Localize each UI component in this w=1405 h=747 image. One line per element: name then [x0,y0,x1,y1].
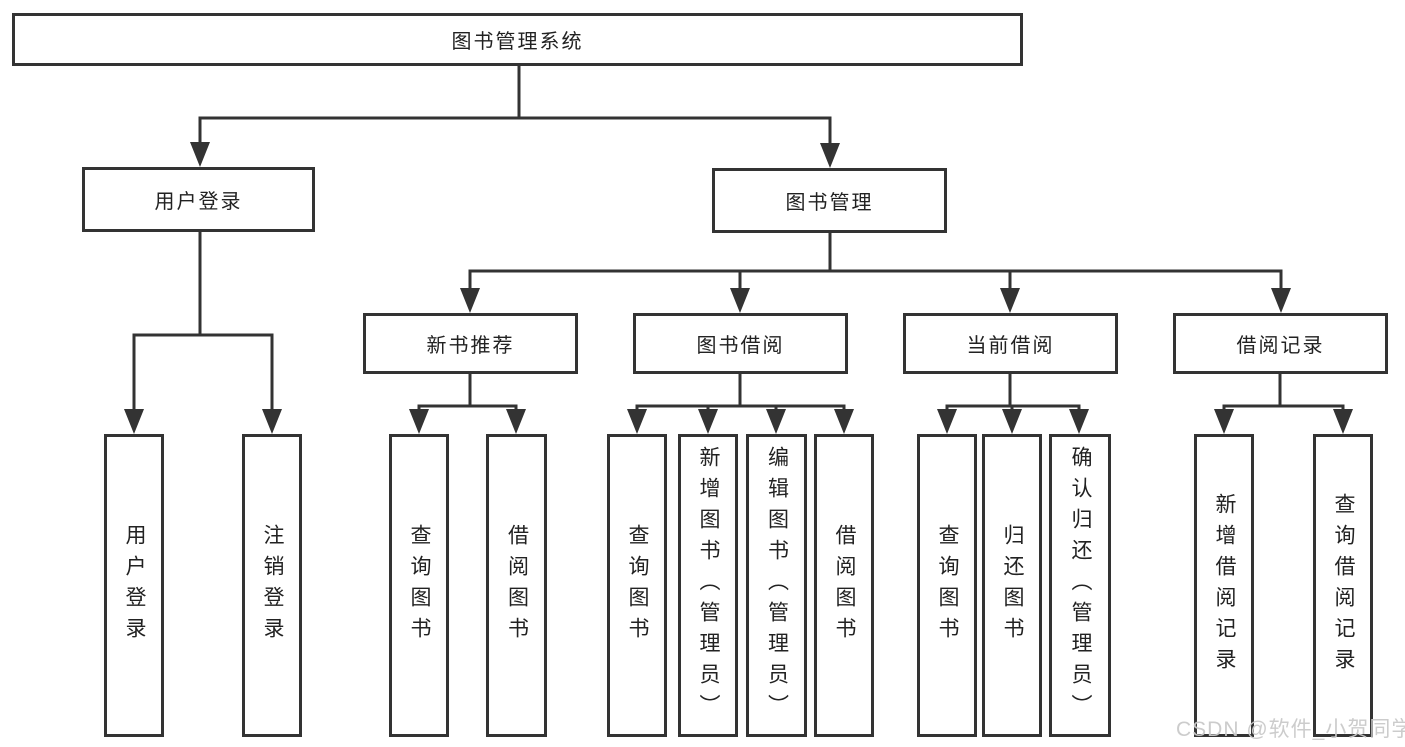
leaf-current-query-books: 查询图书 [917,434,977,737]
node-library-management-system: 图书管理系统 [12,13,1023,66]
leaf-current-confirm-return-admin: 确认归还（管理员） [1049,434,1111,737]
arrowhead-icon [1002,409,1022,434]
leaf-borrow-edit-books-admin-label: 编辑图书（管理员） [765,446,789,725]
arrowhead-icon [937,409,957,434]
arrowhead-icon [1069,409,1089,434]
node-book-management: 图书管理 [712,168,947,233]
arrowhead-icon [124,409,144,434]
leaf-current-query-books-label: 查询图书 [936,523,959,648]
node-user-login: 用户登录 [82,167,315,232]
leaf-current-return-books: 归还图书 [982,434,1042,737]
leaf-borrow-query-books-label: 查询图书 [626,523,649,648]
node-book-borrow: 图书借阅 [633,313,848,374]
leaf-records-add-borrow-record: 新增借阅记录 [1194,434,1254,737]
arrowhead-icon [1000,288,1020,313]
node-borrow-records: 借阅记录 [1173,313,1388,374]
leaf-newbook-borrow-books: 借阅图书 [486,434,547,737]
leaf-borrow-borrow-books-label: 借阅图书 [833,523,856,648]
leaf-logout: 注销登录 [242,434,302,737]
arrowhead-icon [190,142,210,167]
arrowhead-icon [698,409,718,434]
leaf-newbook-borrow-books-label: 借阅图书 [505,523,529,648]
node-new-book-recommend: 新书推荐 [363,313,578,374]
leaf-borrow-borrow-books: 借阅图书 [814,434,874,737]
leaf-current-confirm-return-admin-label: 确认归还（管理员） [1069,446,1092,725]
leaf-borrow-add-books-admin: 新增图书（管理员） [678,434,738,737]
leaf-logout-label: 注销登录 [261,523,284,648]
leaf-user-login: 用户登录 [104,434,164,737]
leaf-borrow-add-books-admin-label: 新增图书（管理员） [697,446,720,725]
leaf-newbook-query-books: 查询图书 [389,434,449,737]
leaf-newbook-query-books-label: 查询图书 [408,523,431,648]
arrowhead-icon [1214,409,1234,434]
leaf-records-query-borrow-record-label: 查询借阅记录 [1332,492,1355,679]
leaf-borrow-query-books: 查询图书 [607,434,667,737]
arrowhead-icon [766,409,786,434]
arrowhead-icon [506,409,526,434]
arrowhead-icon [1271,288,1291,313]
arrowhead-icon [627,409,647,434]
arrowhead-icon [820,143,840,168]
arrowhead-icon [730,288,750,313]
leaf-records-add-borrow-record-label: 新增借阅记录 [1213,492,1236,679]
leaf-borrow-edit-books-admin: 编辑图书（管理员） [746,434,807,737]
csdn-watermark: CSDN @软件_小贺同学 [1176,718,1405,741]
arrowhead-icon [409,409,429,434]
arrowhead-icon [262,409,282,434]
arrowhead-icon [1333,409,1353,434]
node-current-borrow: 当前借阅 [903,313,1118,374]
arrowhead-icon [834,409,854,434]
leaf-records-query-borrow-record: 查询借阅记录 [1313,434,1373,737]
leaf-user-login-label: 用户登录 [123,523,146,648]
connector-lines [132,66,1345,413]
arrowhead-icon [460,288,480,313]
leaf-current-return-books-label: 归还图书 [1001,523,1024,648]
